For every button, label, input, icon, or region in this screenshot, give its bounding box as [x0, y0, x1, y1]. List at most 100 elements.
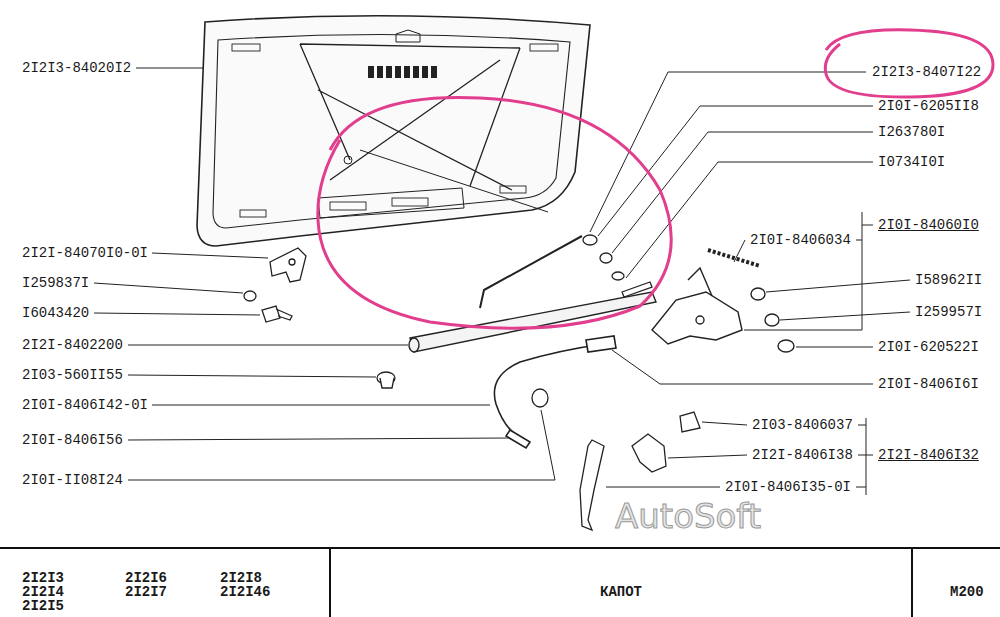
latch — [708, 250, 760, 266]
seal-strip — [409, 292, 656, 352]
part-number: I259957I — [915, 304, 982, 320]
hinge — [244, 291, 256, 301]
hood — [500, 186, 526, 193]
leader-lines — [744, 212, 873, 330]
hood — [330, 202, 366, 210]
grommet — [532, 389, 548, 407]
hood — [392, 198, 428, 206]
vent-grille — [413, 66, 419, 78]
hood — [197, 16, 590, 246]
bump-stop — [380, 378, 394, 388]
vent-grille — [404, 66, 410, 78]
part-number: 2I0I-8406I42-0I — [22, 397, 148, 413]
model-cell: 2I2I7 — [125, 584, 167, 600]
vent-grille — [431, 66, 437, 78]
model-cell: 2I2I3 — [22, 570, 64, 586]
assembly-number: 2I2I-8406I32 — [878, 447, 979, 463]
hood — [530, 44, 558, 51]
part-number: 2I0I-8406I56 — [22, 432, 123, 448]
hood — [213, 34, 570, 228]
part-number: 2I2I-8406I38 — [752, 447, 853, 463]
pink-annotation — [825, 30, 993, 97]
part-number: I0734I0I — [878, 154, 945, 170]
part-number: 2I0I-6205II8 — [878, 98, 979, 114]
hood — [396, 30, 420, 42]
leader-lines — [152, 405, 490, 406]
part-number: 2I03-8406037 — [752, 417, 853, 433]
leader-lines — [128, 438, 510, 440]
hinge — [244, 248, 306, 322]
leader-lines — [94, 283, 243, 293]
leader-lines — [128, 410, 555, 480]
leader-lines — [780, 312, 910, 320]
sheet-code: M200 — [950, 584, 984, 600]
washers-and-pin — [600, 253, 612, 263]
part-number: 2I0I-620522I — [878, 339, 979, 355]
vent-grille — [422, 66, 428, 78]
vent-grille — [386, 66, 392, 78]
hood — [240, 210, 266, 217]
pink-annotation — [318, 97, 671, 328]
hood — [300, 44, 520, 190]
latch — [778, 340, 794, 352]
hood-stay-rod — [480, 236, 582, 308]
leader-lines — [94, 68, 910, 495]
vent-grille — [377, 66, 383, 78]
model-cell: 2I2I5 — [22, 598, 64, 614]
washers-and-pin — [583, 235, 597, 245]
leader-lines — [152, 253, 268, 258]
release-cable — [494, 336, 616, 448]
release-cable — [586, 336, 616, 352]
part-number: 2I03-560II55 — [22, 367, 123, 383]
leader-lines — [766, 280, 910, 292]
hood — [197, 16, 590, 246]
leader-lines — [128, 375, 376, 377]
hinge — [262, 306, 292, 322]
leader-lines — [612, 350, 873, 384]
leader-lines — [796, 347, 873, 348]
bump-stop — [377, 372, 395, 388]
leader-lines — [626, 162, 873, 278]
part-number: 2I2I-84070I0-0I — [22, 245, 148, 261]
part-number: 2I0I-8406I6I — [878, 376, 979, 392]
hood — [360, 150, 548, 212]
leader-lines — [94, 313, 260, 315]
lever — [680, 412, 700, 432]
hood — [318, 188, 464, 218]
model-cell: 2I2I46 — [220, 584, 270, 600]
table-frame — [0, 548, 1000, 617]
lever — [632, 434, 666, 472]
part-number: I58962II — [915, 272, 982, 288]
release-cable — [506, 430, 530, 448]
part-number: 2I0I-II08I24 — [22, 472, 123, 488]
part-number: I263780I — [878, 124, 945, 140]
leader-lines — [612, 132, 873, 253]
table-frame — [0, 548, 1000, 617]
seal-strip — [410, 292, 656, 352]
leader-lines — [128, 345, 408, 346]
hinge — [289, 259, 295, 265]
seal-strip — [409, 338, 419, 352]
vent-grille — [368, 66, 437, 78]
latch — [652, 292, 742, 344]
vent-grille — [368, 66, 374, 78]
model-cell: 2I2I4 — [22, 584, 64, 600]
latch — [751, 288, 765, 300]
washers-and-pin — [583, 235, 652, 297]
hood-stay-rod — [480, 236, 582, 308]
latch — [765, 314, 779, 326]
latch — [652, 250, 794, 352]
vent-grille — [395, 66, 401, 78]
latch — [696, 316, 704, 324]
pink-annotation — [318, 30, 993, 328]
part-number: 2I2I3-8407I22 — [872, 64, 981, 80]
washers-and-pin — [612, 272, 624, 280]
leader-lines — [598, 106, 873, 236]
release-cable — [494, 344, 604, 438]
hood — [232, 44, 260, 51]
sheet-title: КАПОТ — [600, 584, 642, 600]
assembly-number: 2I0I-84060I0 — [878, 217, 979, 233]
latch — [688, 268, 712, 296]
